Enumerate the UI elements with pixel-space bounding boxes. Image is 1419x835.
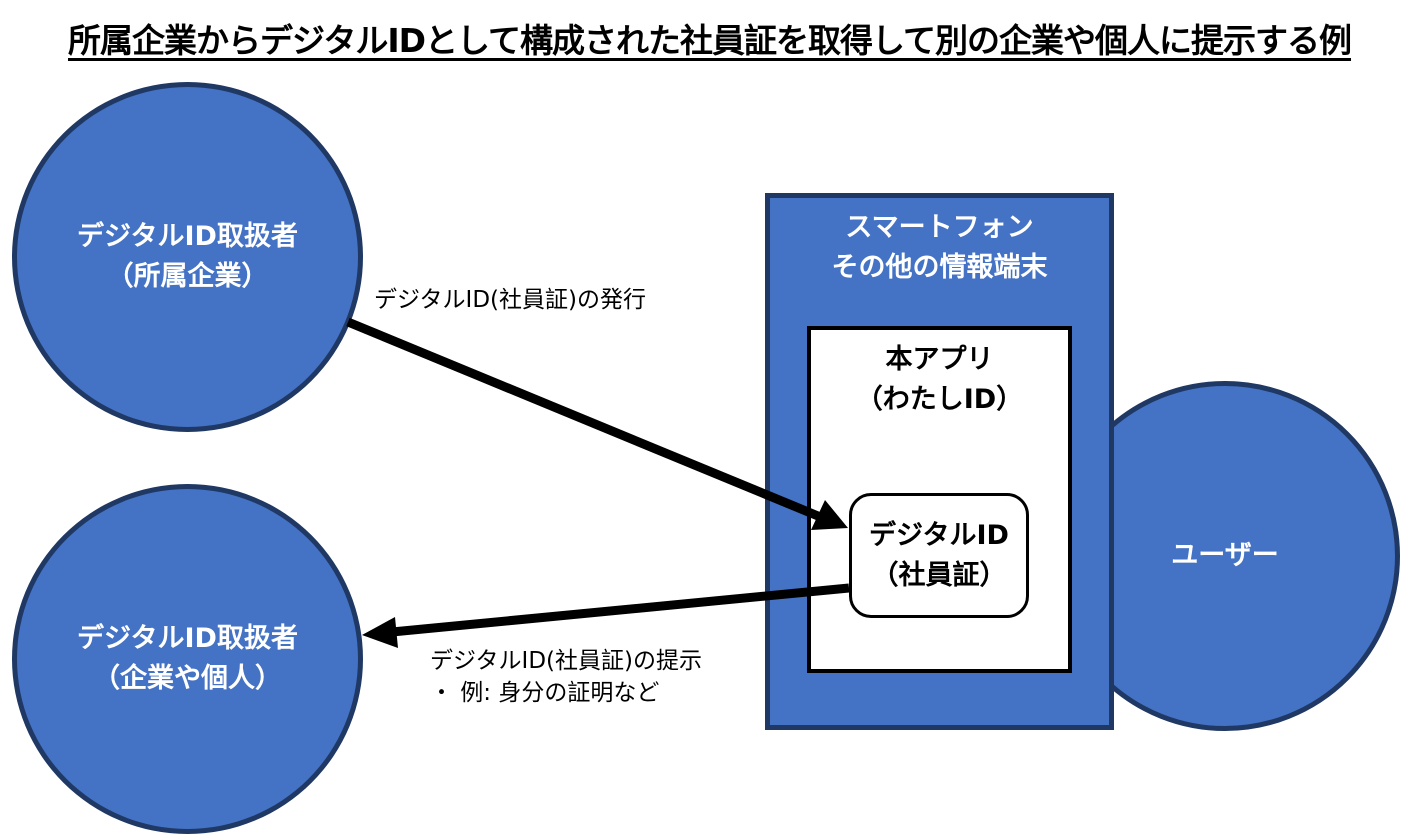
diagram-title: 所属企業からデジタルIDとして構成された社員証を取得して別の企業や個人に提示する… <box>67 21 1352 60</box>
present-edge-label-main: デジタルID(社員証)の提示 <box>430 648 702 674</box>
issue-arrow-shaft <box>346 317 820 521</box>
present-arrow-shaft <box>391 583 850 637</box>
device-label: スマートフォン その他の情報端末 <box>770 208 1109 288</box>
credential-label-line1: デジタルID <box>869 519 1009 551</box>
present-edge-label: デジタルID(社員証)の提示 ・ 例: 身分の証明など <box>430 645 702 709</box>
user-label: ユーザー <box>1171 540 1279 571</box>
verifier-label-line2: （企業や個人） <box>93 663 282 694</box>
present-arrow <box>362 583 850 648</box>
issue-arrow <box>346 317 848 530</box>
app-label-line2: （わたしID） <box>855 384 1024 415</box>
issuer-label-line2: （所属企業） <box>106 261 269 292</box>
verifier-label-line1: デジタルID取扱者 <box>77 623 298 654</box>
verifier-node: デジタルID取扱者 （企業や個人） <box>12 484 363 834</box>
issue-edge-label: デジタルID(社員証)の発行 <box>374 287 646 313</box>
present-edge-label-note: ・ 例: 身分の証明など <box>430 680 660 706</box>
present-arrow-head <box>362 617 398 648</box>
issuer-node: デジタルID取扱者 （所属企業） <box>12 82 363 432</box>
issuer-label-line1: デジタルID取扱者 <box>77 221 298 252</box>
app-label-line1: 本アプリ <box>885 344 994 375</box>
credential-label-line2: （社員証） <box>871 559 1007 591</box>
app-label: 本アプリ （わたしID） <box>811 340 1068 420</box>
issue-arrow-head <box>811 500 848 530</box>
device-label-line2: その他の情報端末 <box>831 252 1048 283</box>
credential-box: デジタルID （社員証） <box>849 493 1029 618</box>
device-label-line1: スマートフォン <box>845 212 1034 243</box>
